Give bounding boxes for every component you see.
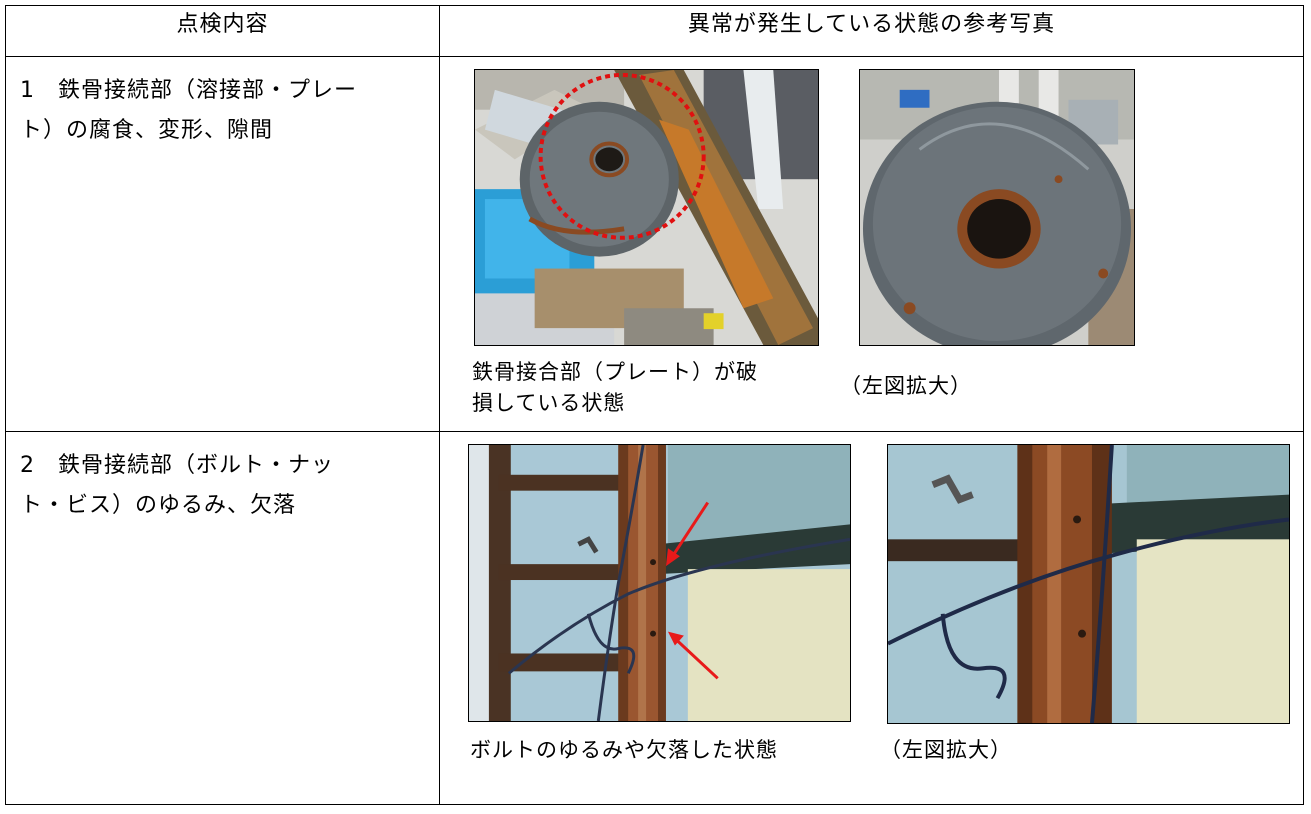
- photo-bolt-enlarged: [887, 444, 1290, 724]
- table-row: 1 鉄骨接続部（溶接部・プレー ト）の腐食、変形、隙間: [5, 56, 1304, 432]
- inspection-table: 点検内容 異常が発生している状態の参考写真 1 鉄骨接続部（溶接部・プレー ト）…: [5, 5, 1304, 805]
- caption-line: 損している状態: [472, 391, 626, 415]
- photo-plate-enlarged: [859, 69, 1135, 346]
- photo-plate-enlarged-caption: （左図拡大）: [840, 374, 972, 398]
- header-inspection-content: 点検内容: [5, 5, 440, 57]
- item-cell: 2 鉄骨接続部（ボルト・ナッ ト・ビス）のゆるみ、欠落: [5, 431, 440, 805]
- inspection-sheet: 点検内容 異常が発生している状態の参考写真 1 鉄骨接続部（溶接部・プレー ト）…: [5, 5, 1304, 811]
- photo-plate-damage: [474, 69, 819, 346]
- photo-bolt-enlarged-caption: （左図拡大）: [880, 738, 1012, 762]
- highlight-circle: [538, 72, 706, 240]
- table-header-row: 点検内容 異常が発生している状態の参考写真: [5, 5, 1304, 57]
- arrow-line: [671, 635, 719, 680]
- photo-cell: ボルトのゆるみや欠落した状態 （左図拡大）: [439, 431, 1304, 805]
- table-row: 2 鉄骨接続部（ボルト・ナッ ト・ビス）のゆるみ、欠落: [5, 431, 1304, 805]
- item-cell: 1 鉄骨接続部（溶接部・プレー ト）の腐食、変形、隙間: [5, 56, 440, 432]
- photo-bolt-loose: [468, 444, 851, 722]
- header-reference-photos: 異常が発生している状態の参考写真: [439, 5, 1304, 57]
- photo-bolt-loose-caption: ボルトのゆるみや欠落した状態: [470, 738, 778, 762]
- photo-plate-damage-caption: 鉄骨接合部（プレート）が破 損している状態: [472, 357, 832, 419]
- item-text-line: 1 鉄骨接続部（溶接部・プレー: [20, 78, 357, 103]
- photo-cell: 鉄骨接合部（プレート）が破 損している状態 （左図拡大）: [439, 56, 1304, 432]
- item-text-line: ト・ビス）のゆるみ、欠落: [20, 493, 297, 518]
- item-text-line: ト）の腐食、変形、隙間: [20, 118, 274, 143]
- inspection-item-1: 1 鉄骨接続部（溶接部・プレー ト）の腐食、変形、隙間: [6, 57, 439, 151]
- inspection-item-2: 2 鉄骨接続部（ボルト・ナッ ト・ビス）のゆるみ、欠落: [6, 432, 439, 526]
- arrow-line: [668, 501, 709, 561]
- caption-line: 鉄骨接合部（プレート）が破: [472, 360, 758, 384]
- item-text-line: 2 鉄骨接続部（ボルト・ナッ: [20, 453, 334, 478]
